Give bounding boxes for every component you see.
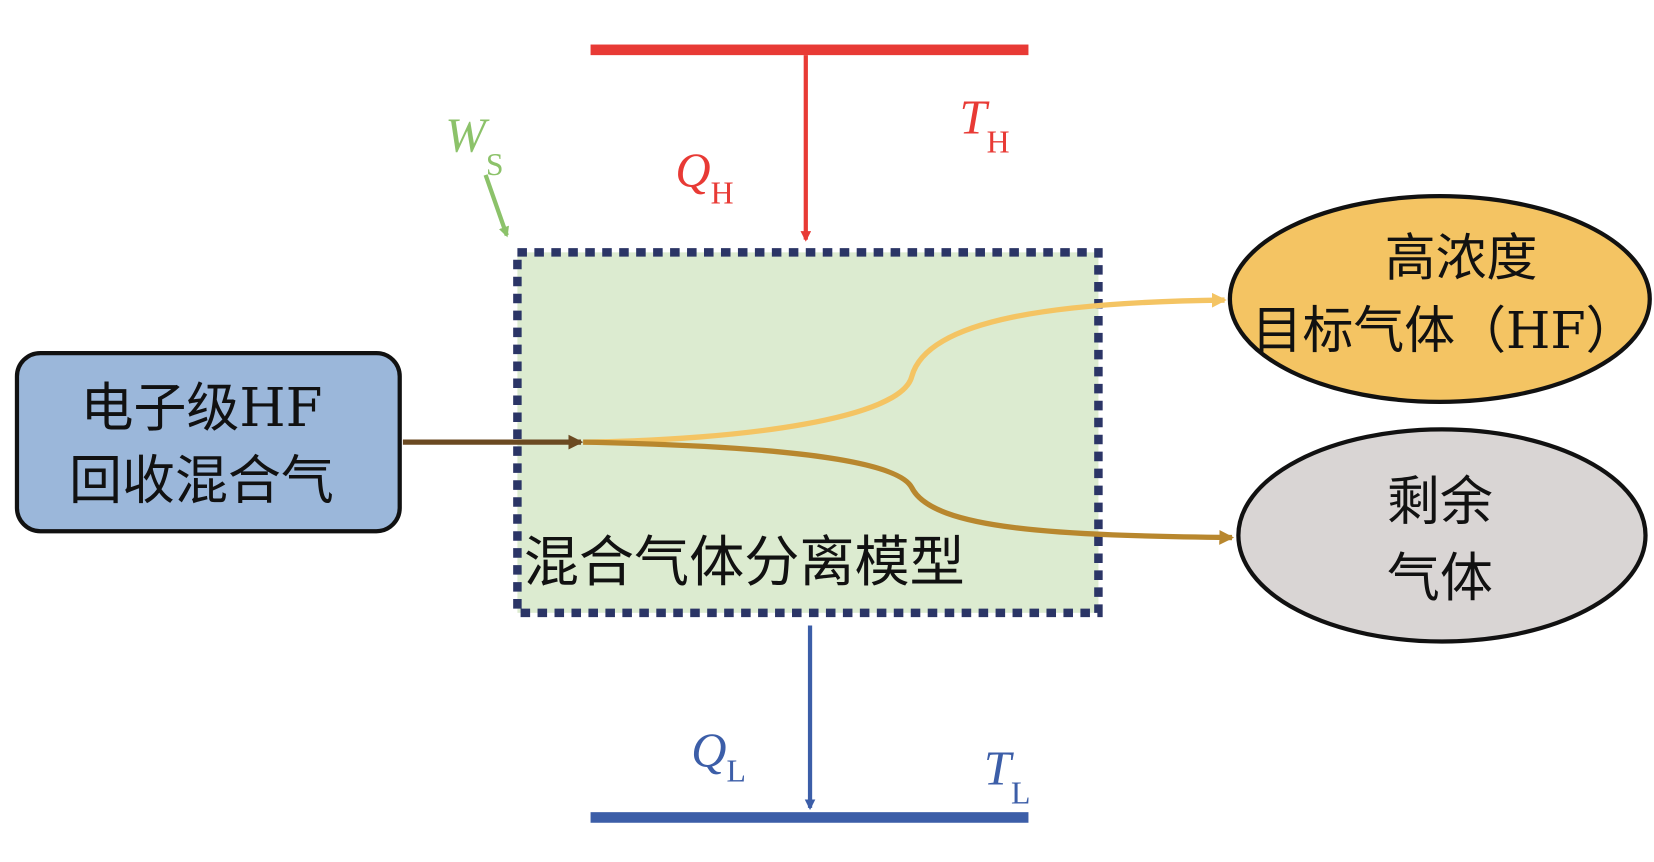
input-gas-line1: 电子级HF [80,377,322,439]
residual-output-ellipse [1236,427,1648,644]
hf-output-ellipse [1227,194,1652,404]
residual-flow-arrow [583,439,1235,545]
work-arrow [483,174,509,238]
hot-reservoir-bar [590,44,1029,56]
heat-out-label: QL [691,724,746,789]
hf-output-line1: 高浓度 [1385,230,1538,289]
input-gas-box [14,350,402,534]
input-gas-line2: 回收混合气 [69,449,334,511]
residual-output-line1: 剩余 [1387,471,1493,533]
separation-model-label: 混合气体分离模型 [524,531,965,595]
hf-output-line2: 目标气体（HF） [1252,302,1637,361]
separation-model-box [513,248,1103,618]
heat-in-label: QH [675,144,733,211]
hot-temp-label: TH [960,91,1010,160]
work-label: WS [445,109,503,182]
hf-flow-arrow [583,292,1227,445]
cold-reservoir-bar [590,812,1029,823]
cold-temp-label: TL [984,742,1031,811]
residual-output-line2: 气体 [1387,547,1493,609]
